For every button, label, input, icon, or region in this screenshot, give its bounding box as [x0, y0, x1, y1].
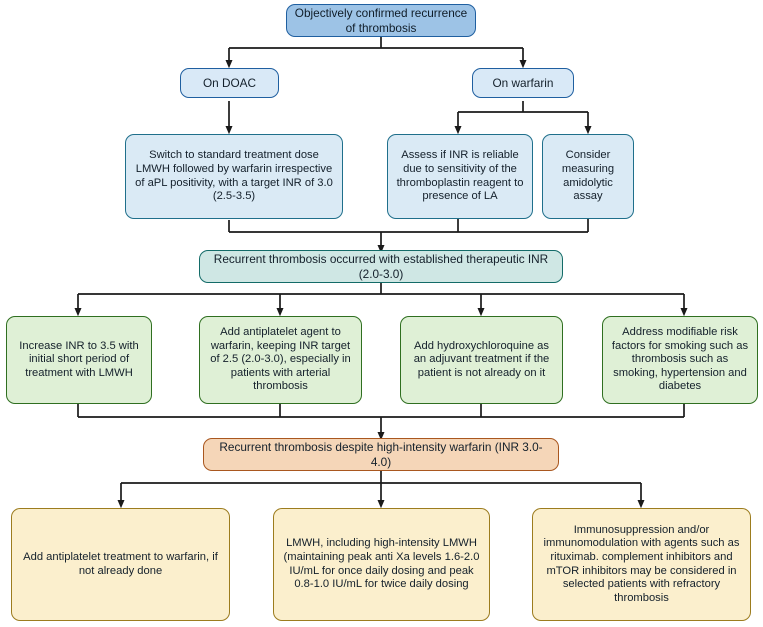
node-label: Consider measuring amidolytic assay [561, 149, 615, 203]
node-add-antiplatelet-agent[interactable]: Add antiplatelet agent to warfarin, keep… [199, 316, 362, 404]
node-on-doac[interactable]: On DOAC [180, 68, 279, 98]
node-label: Address modifiable risk factors for smok… [611, 325, 749, 393]
node-label: Switch to standard treatment dose LMWH f… [135, 149, 333, 203]
node-address-risk-factors[interactable]: Address modifiable risk factors for smok… [602, 316, 758, 404]
node-label: Recurrent thrombosis occurred with estab… [213, 252, 549, 281]
node-objectively-confirmed[interactable]: Objectively confirmed recurrence of thro… [286, 4, 476, 37]
node-on-warfarin[interactable]: On warfarin [472, 68, 574, 98]
node-assess-inr[interactable]: Assess if INR is reliable due to sensiti… [387, 134, 533, 219]
node-immunosuppression[interactable]: Immunosuppression and/or immunomodulatio… [532, 508, 751, 621]
node-recurrent-despite-high-intensity[interactable]: Recurrent thrombosis despite high-intens… [203, 438, 559, 471]
node-label: Increase INR to 3.5 with initial short p… [19, 339, 139, 379]
node-label: Recurrent thrombosis despite high-intens… [219, 440, 543, 469]
node-add-antiplatelet-treatment[interactable]: Add antiplatelet treatment to warfarin, … [11, 508, 230, 621]
node-label: Add hydroxychloroquine as an adjuvant tr… [413, 339, 550, 379]
node-label: Add antiplatelet treatment to warfarin, … [23, 550, 218, 577]
node-label: On warfarin [492, 75, 554, 90]
node-amidolytic-assay[interactable]: Consider measuring amidolytic assay [542, 134, 634, 219]
node-label: Assess if INR is reliable due to sensiti… [396, 149, 524, 203]
node-label: Add antiplatelet agent to warfarin, keep… [210, 325, 351, 393]
node-increase-inr[interactable]: Increase INR to 3.5 with initial short p… [6, 316, 152, 404]
node-label: On DOAC [202, 75, 257, 90]
node-lmwh-high-intensity[interactable]: LMWH, including high-intensity LMWH (mai… [273, 508, 490, 621]
node-switch-lmwh[interactable]: Switch to standard treatment dose LMWH f… [125, 134, 343, 219]
node-label: Immunosuppression and/or immunomodulatio… [543, 523, 740, 604]
node-label: LMWH, including high-intensity LMWH (mai… [283, 537, 480, 591]
node-add-hydroxychloroquine[interactable]: Add hydroxychloroquine as an adjuvant tr… [400, 316, 563, 404]
node-label: Objectively confirmed recurrence of thro… [294, 6, 468, 35]
node-recurrent-established-inr[interactable]: Recurrent thrombosis occurred with estab… [199, 250, 563, 283]
